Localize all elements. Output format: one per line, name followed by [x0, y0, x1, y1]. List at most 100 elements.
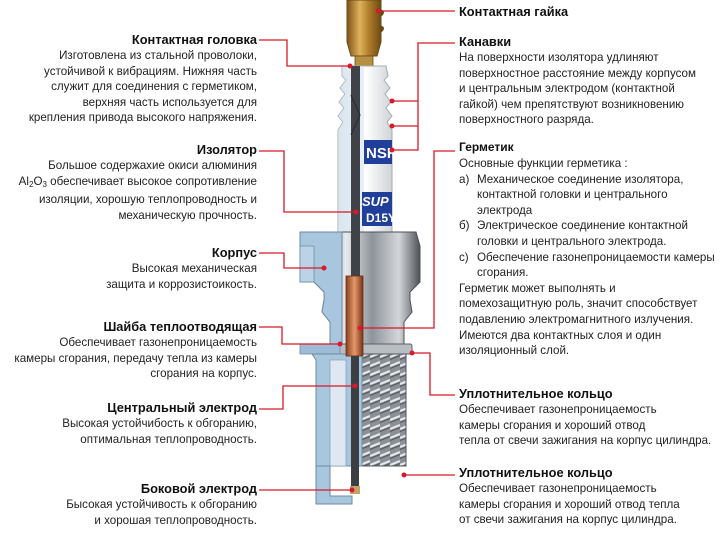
leader-insulator [259, 150, 356, 213]
label-line: помехозащитную роль, значит способствует [459, 297, 698, 311]
label-title: Корпус [211, 245, 257, 260]
label-line: Обеспечивает газонепроницаемость [459, 482, 657, 495]
label-line: механическую прочность. [118, 208, 257, 222]
label-line: На поверхности изолятора удлиняют [459, 51, 659, 64]
leader-seal-ring-1 [412, 352, 455, 396]
label-line: крепления привода высокого напряжения. [28, 111, 257, 125]
leader-grooves-a [392, 42, 455, 102]
label-line: Имеются два контактных слоя и один [459, 328, 662, 342]
formula-part: Al [18, 174, 29, 188]
label-grooves: Канавки На поверхности изолятора удлиняю… [459, 33, 721, 128]
list-item: б) Электрическое соединение контактной г… [459, 218, 724, 249]
label-line: защита и коррозистоикость. [106, 277, 257, 291]
leader-grooves-b [392, 101, 419, 127]
formula: Al2O3 [18, 174, 47, 189]
label-side-electrode: Боковой электрод Бысокая устойчивость к … [0, 480, 257, 528]
label-line: оптимальная теплопроводность. [80, 432, 257, 446]
label-line: Изготовлена из стальной проволоки, [59, 49, 257, 62]
sealant-intro: Основные функции герметика : [459, 157, 628, 170]
leader-contact-head [259, 39, 350, 67]
label-line: Высокая устойчибость к обгоранию, [62, 417, 257, 430]
list-text: Обеспечение газонепроницаемости камеры с… [477, 250, 715, 280]
label-shell: Корпус Высокая механическая защита и кор… [7, 244, 257, 292]
label-body: Обеспечивает газонепроницаемость камеры … [459, 481, 724, 528]
label-seal-ring-1: Уплотнительное кольцо Обеспечивает газон… [459, 385, 724, 449]
label-body: Высокая механическая защита и коррозисто… [7, 261, 257, 292]
label-title: Уплотнительное кольцо [459, 386, 613, 401]
label-line: Обеспечивает газонепроницаемость [459, 403, 657, 416]
label-line-text: обеспечивает высокое сопротивление [50, 174, 257, 188]
label-body: На поверхности изолятора удлиняют поверх… [459, 50, 721, 128]
label-line: верхняя часть используется для [82, 95, 257, 109]
label-title: Изолятор [196, 142, 257, 157]
label-line: Обеспечивает газонепроницаемость [59, 336, 257, 349]
leader-dots [321, 8, 415, 493]
label-line: Герметик может выполнять и [459, 281, 616, 295]
label-title: Контактная головка [131, 32, 257, 47]
label-contact-head: Контактная головка Изготовлена из стальн… [0, 31, 257, 126]
label-line: гайкой) чем препятствуют возникновению [459, 97, 684, 111]
label-line: и хорошая теплопроводность. [94, 513, 257, 527]
label-line: подавлению электромагнитного излучения. [459, 312, 694, 326]
label-line: устойчивой к вибрациям. Нижняя часть [44, 64, 257, 78]
label-sealant: Герметик Основные функции герметика : a)… [459, 139, 724, 359]
label-center-electrode: Центральный электрод Высокая устойчибост… [0, 399, 257, 447]
center-electrode-graphic [345, 66, 364, 494]
leader-washer [259, 326, 340, 345]
label-line: камеры сгорания, передачу тепла из камер… [14, 351, 257, 365]
label-line: Бысокая устойчивость к обгоранию [66, 498, 257, 511]
list-item: c) Обеспечение газонепроницаемости камер… [459, 250, 724, 281]
leader-shell [259, 252, 324, 269]
label-title: Шайба теплоотводящая [103, 319, 257, 334]
label-title: Уплотнительное кольцо [459, 465, 613, 480]
label-title: Центральный электрод [107, 400, 257, 415]
label-line: и центральным электродом (контактной [459, 82, 675, 96]
label-title: Контактная гайка [459, 4, 569, 19]
label-body: Изготовлена из стальной проволоки, устой… [0, 48, 257, 126]
label-line: камеры сгорания и хороший отвод [459, 418, 646, 432]
leader-sealant [360, 150, 455, 329]
label-line: Al2O3 обеспечивает высокое сопротивление [0, 174, 257, 193]
list-text: Механическое соединение изолятора, конта… [477, 172, 684, 217]
model-text-bottom: D15Y [366, 211, 396, 225]
shell-graphic [299, 231, 421, 345]
label-line: поверхностного разряда. [459, 113, 594, 127]
label-title: Герметик [459, 140, 514, 154]
label-insulator: Изолятор Большое содержахие окиси алюмин… [0, 141, 257, 223]
label-heat-washer: Шайба теплоотводящая Обеспечивает газоне… [0, 318, 257, 382]
label-body: Основные функции герметика : a) Механиче… [459, 156, 724, 359]
label-line: тепла от свечи зажигания на корпус цилин… [459, 434, 712, 448]
list-marker: б) [459, 219, 470, 233]
list-marker: c) [459, 250, 469, 264]
formula-sub: 3 [42, 179, 47, 189]
label-line: Большое содержахие окиси алюминия [48, 159, 257, 172]
list-text: Электрическое соединение контактной голо… [477, 219, 688, 248]
list-item: a) Механическое соединение изолятора, ко… [459, 172, 724, 219]
label-body: Обеспечивает газонепроницаемость камеры … [459, 402, 724, 449]
label-title: Боковой электрод [140, 481, 257, 496]
list-marker: a) [459, 172, 470, 186]
formula-sub: 2 [28, 179, 34, 189]
label-body: Большое содержахие окиси алюминия Al2O3 … [0, 158, 257, 223]
label-line: изоляционный слой. [459, 344, 570, 358]
side-electrode-graphic [315, 465, 353, 505]
label-line: сгорания на корпус. [150, 367, 257, 381]
label-body: Высокая устойчибость к обгоранию, оптима… [0, 416, 257, 447]
label-body: Обеспечивает газонепроницаемость камеры … [0, 335, 257, 382]
model-text-top: SUP [362, 194, 389, 209]
label-line: Высокая механическая [131, 262, 257, 275]
label-seal-ring-2: Уплотнительное кольцо Обеспечивает газон… [459, 464, 724, 528]
label-line: служит для соединения с герметиком, [51, 80, 257, 94]
leader-lines [259, 10, 455, 491]
label-line: от свечи зажигания на корпус цилиндра. [459, 513, 677, 527]
label-contact-nut: Контактная гайка [459, 3, 719, 20]
label-line: изоляции, хорошую теплопроводность и [38, 193, 257, 207]
label-title: Канавки [459, 34, 512, 49]
label-line: камеры сгорания и хороший отвод тепла [459, 497, 680, 511]
leader-grooves-c [392, 126, 419, 151]
formula-part: O [33, 174, 43, 188]
leader-center-electrode [259, 385, 355, 410]
thread-graphic [311, 353, 407, 467]
